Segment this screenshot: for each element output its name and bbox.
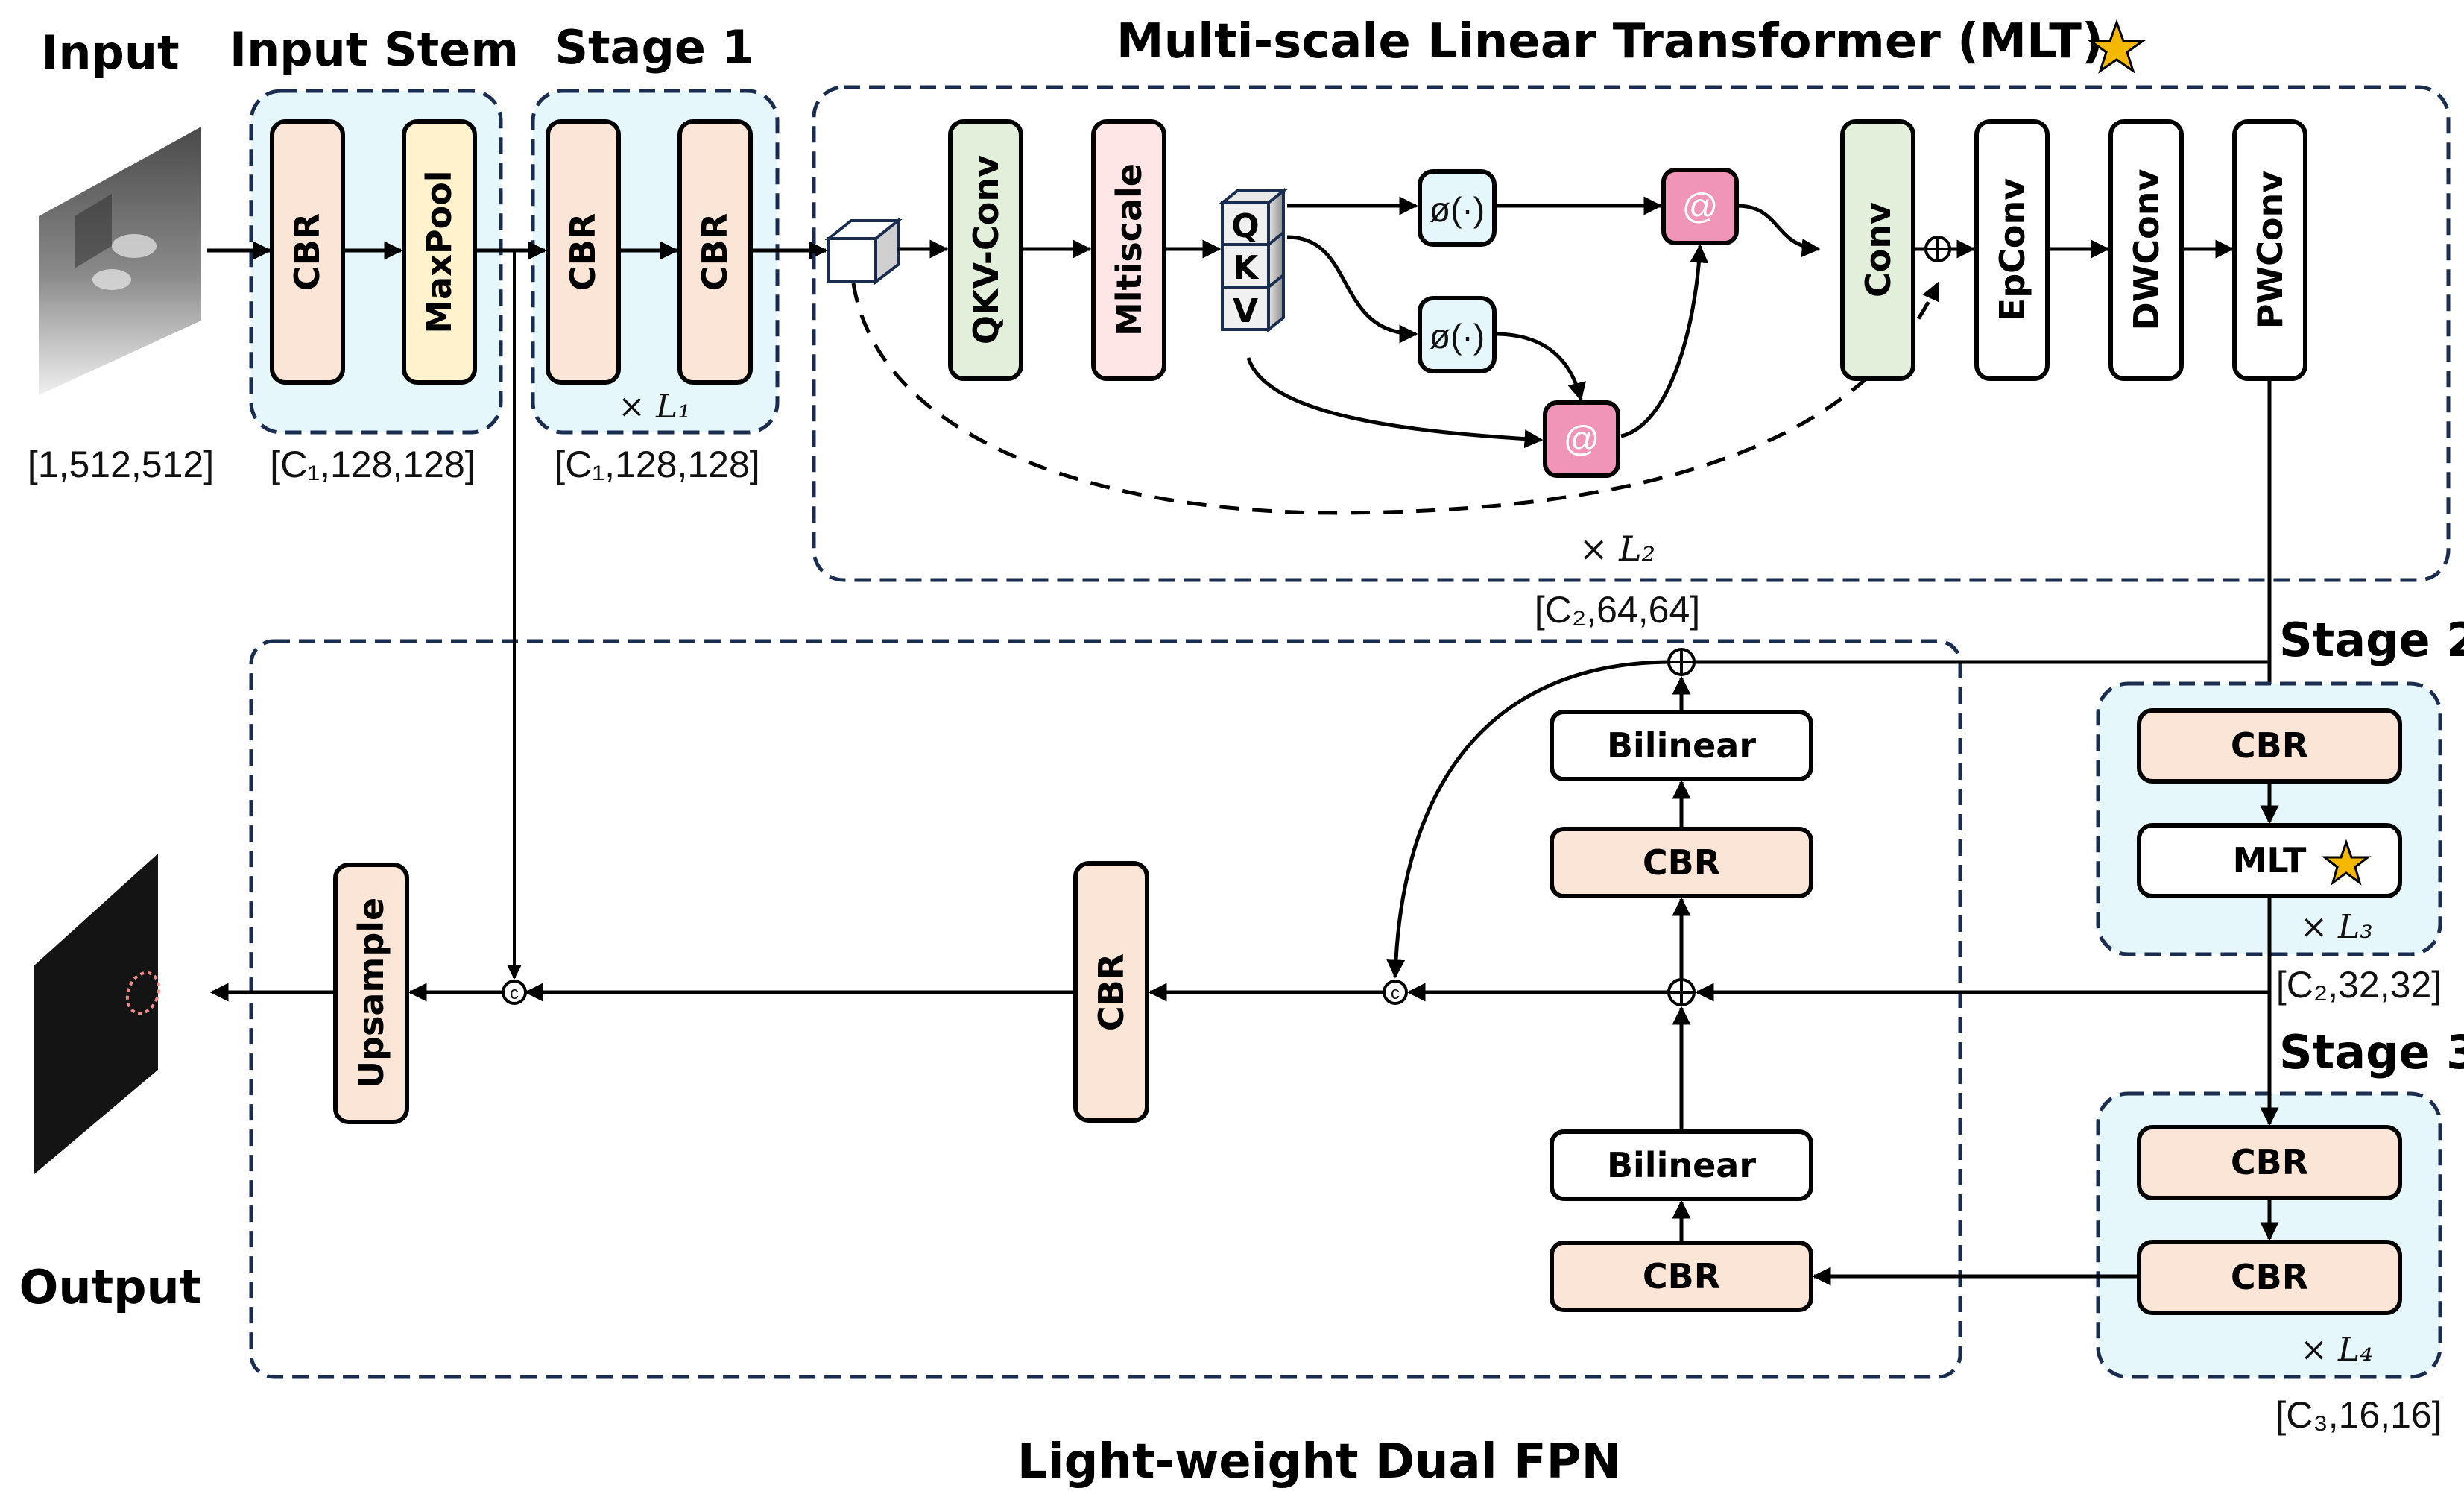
arrow-top-concat: [1386, 660, 1669, 979]
label-mltiscale: Mltiscale: [1109, 163, 1149, 336]
concat-icon-right: c: [1383, 980, 1408, 1005]
input-image: [39, 127, 201, 395]
add-icon-mid: [1667, 978, 1696, 1006]
mult-mlt: × L₂: [1579, 529, 1655, 569]
svg-text:c: c: [510, 983, 519, 1003]
star-icon: [2321, 839, 2372, 886]
label-fpn-cbr-bot: CBR: [1643, 1256, 1720, 1296]
feature-cube-icon: [824, 217, 903, 286]
arrow-matmul-matmul: [1620, 244, 1709, 438]
label-pwconv: PWConv: [2250, 171, 2290, 330]
add-icon-mlt: [1924, 236, 1951, 262]
label-matmul-bottom: @: [1564, 420, 1600, 459]
label-q: Q: [1231, 207, 1259, 245]
title-stage1: Stage 1: [555, 20, 754, 75]
title-input: Input: [41, 25, 179, 80]
label-stem-cbr: CBR: [287, 213, 327, 291]
label-s2-mlt: MLT: [2233, 840, 2307, 880]
label-epconv: EpConv: [1992, 178, 2032, 321]
title-stage2: Stage 2: [2279, 613, 2464, 667]
concat-icon-left: c: [502, 980, 527, 1005]
group-fpn: [249, 639, 1962, 1379]
mult-stage2: × L₃: [2300, 908, 2373, 946]
output-image: [34, 854, 161, 1174]
dim-stage3: [C₃,16,16]: [2275, 1394, 2442, 1436]
title-input-stem: Input Stem: [230, 22, 519, 77]
label-fpn-cbr-mid: CBR: [1643, 842, 1720, 883]
label-phi-k: ø(·): [1430, 317, 1485, 356]
label-conv: Conv: [1858, 202, 1898, 297]
dim-stage2: [C₂,32,32]: [2276, 964, 2442, 1006]
label-s1-cbr1: CBR: [563, 213, 603, 291]
arrow-k-phi: [1286, 235, 1418, 344]
dim-mlt: [C₂,64,64]: [1535, 589, 1700, 631]
add-icon-top: [1667, 648, 1696, 676]
arrow-phik-matmul: [1494, 332, 1586, 402]
star-icon: [2087, 19, 2146, 74]
label-s2-cbr: CBR: [2231, 725, 2308, 766]
label-phi-q: ø(·): [1430, 190, 1485, 229]
title-stage3: Stage 3: [2279, 1025, 2464, 1079]
block-phi-q: [1418, 169, 1497, 247]
dim-input: [1,512,512]: [28, 444, 214, 485]
dim-stage1: [C₁,128,128]: [555, 444, 759, 485]
label-fpn-cbr-left: CBR: [1091, 953, 1131, 1031]
arrow-matmul-conv: [1736, 204, 1821, 257]
label-dwconv: DWConv: [2126, 168, 2167, 330]
label-fpn-bilinear-bot: Bilinear: [1607, 1145, 1756, 1185]
title-mlt: Multi-scale Linear Transformer (MLT): [1116, 14, 2103, 69]
label-maxpool: MaxPool: [419, 170, 459, 333]
label-fpn-bilinear-top: Bilinear: [1607, 725, 1756, 766]
label-qkv-conv: QKV-Conv: [966, 155, 1006, 344]
title-fpn: Light-weight Dual FPN: [1017, 1434, 1621, 1490]
label-s3-cbr1: CBR: [2231, 1142, 2308, 1182]
label-k: K: [1233, 249, 1260, 287]
block-matmul-bottom: [1543, 400, 1620, 478]
label-s1-cbr2: CBR: [695, 213, 735, 291]
group-mlt: [812, 85, 2451, 582]
label-s3-cbr2: CBR: [2231, 1257, 2308, 1297]
qkv-stack: [1218, 187, 1288, 333]
svg-text:c: c: [1391, 983, 1400, 1003]
mult-stage1: × L₁: [618, 388, 691, 426]
title-output: Output: [19, 1260, 202, 1314]
label-upsample: Upsample: [351, 898, 391, 1089]
label-matmul-top: @: [1682, 187, 1719, 227]
mult-stage3: × L₄: [2300, 1331, 2373, 1369]
arrow-v-matmul: [1246, 357, 1544, 449]
label-v: V: [1233, 292, 1258, 330]
dim-stem: [C₁,128,128]: [270, 444, 475, 485]
